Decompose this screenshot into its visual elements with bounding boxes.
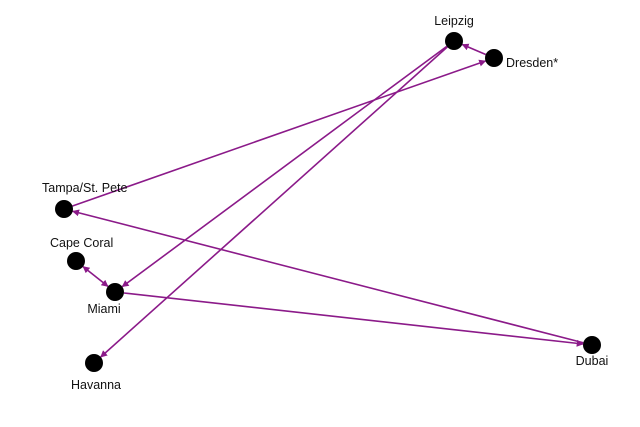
edge-leipzig-miami — [121, 45, 448, 288]
node-miami — [106, 283, 124, 301]
node-label-tampa: Tampa/St. Pete — [42, 181, 128, 195]
node-cape_coral — [67, 252, 85, 270]
edge-leipzig-havanna — [100, 46, 448, 358]
node-dresden — [485, 49, 503, 67]
node-havanna — [85, 354, 103, 372]
edge-dubai-tampa — [72, 209, 584, 344]
nodes-layer — [55, 32, 601, 372]
node-label-dresden: Dresden* — [506, 56, 558, 70]
node-label-havanna: Havanna — [71, 378, 121, 392]
edges-layer — [72, 43, 584, 358]
edge-cape_coral-miami — [82, 265, 109, 288]
edge-tampa-dresden — [72, 59, 487, 207]
node-leipzig — [445, 32, 463, 50]
node-label-cape_coral: Cape Coral — [50, 236, 113, 250]
node-dubai — [583, 336, 601, 354]
node-label-miami: Miami — [87, 302, 120, 316]
edge-miami-dubai — [123, 292, 584, 347]
node-label-leipzig: Leipzig — [434, 14, 474, 28]
node-tampa — [55, 200, 73, 218]
edge-dresden-leipzig — [461, 43, 487, 56]
node-label-dubai: Dubai — [576, 354, 609, 368]
